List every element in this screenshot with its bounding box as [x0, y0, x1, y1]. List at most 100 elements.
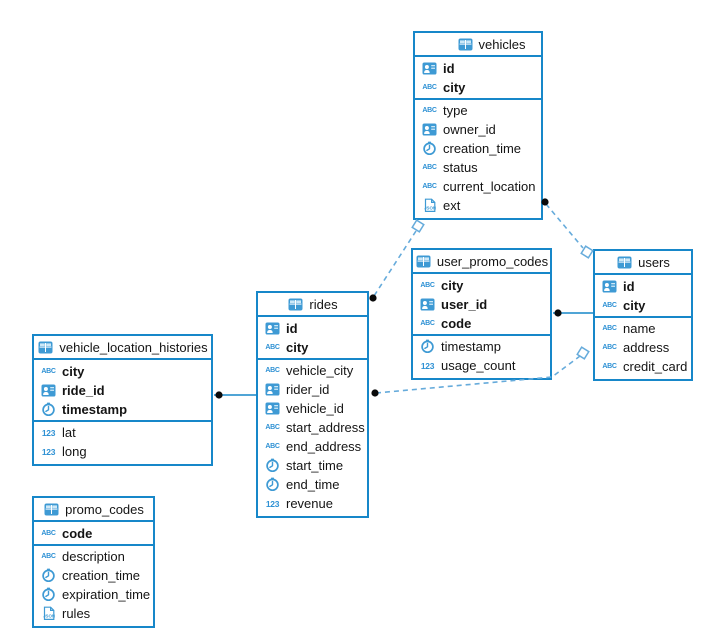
json-document-icon: JSON: [421, 198, 438, 213]
person-id-icon: [421, 123, 438, 136]
field-row-status[interactable]: ABC status: [415, 158, 541, 177]
field-label: end_address: [286, 439, 362, 454]
table-grid-icon: [37, 341, 54, 354]
person-id-icon: [40, 384, 57, 397]
field-row-timestamp[interactable]: timestamp: [413, 337, 550, 356]
field-row-lat[interactable]: 123 lat: [34, 423, 211, 442]
table-header[interactable]: vehicle_location_histories: [34, 336, 211, 360]
abc-text-icon: ABC: [41, 553, 56, 560]
clock-icon: [421, 141, 438, 156]
primary-key-separator: [595, 316, 691, 318]
field-row-id[interactable]: id: [258, 319, 367, 338]
relation-dot-endpoint: [369, 294, 377, 302]
field-label: vehicle_city: [286, 363, 354, 378]
svg-text:JSON: JSON: [43, 614, 55, 619]
field-label: current_location: [443, 179, 536, 194]
field-row-id[interactable]: id: [595, 277, 691, 296]
table-header[interactable]: users: [595, 251, 691, 275]
relation-dot-endpoint: [215, 391, 223, 399]
field-label: id: [286, 321, 298, 336]
field-label: long: [62, 444, 87, 459]
person-id-icon: [264, 402, 281, 415]
field-label: status: [443, 160, 478, 175]
field-row-rider_id[interactable]: rider_id: [258, 380, 367, 399]
field-row-user_id[interactable]: user_id: [413, 295, 550, 314]
field-label: lat: [62, 425, 76, 440]
json-document-icon: JSON: [40, 606, 57, 621]
table-header[interactable]: rides: [258, 293, 367, 317]
person-id-icon: [419, 298, 436, 311]
primary-key-separator: [413, 334, 550, 336]
field-row-creation_time[interactable]: creation_time: [415, 139, 541, 158]
field-row-expiration_time[interactable]: expiration_time: [34, 585, 153, 604]
field-row-creation_time[interactable]: creation_time: [34, 566, 153, 585]
abc-text-icon: ABC: [265, 424, 280, 431]
field-row-end_address[interactable]: ABC end_address: [258, 437, 367, 456]
field-label: city: [443, 80, 466, 95]
relation-dot-endpoint: [371, 389, 379, 397]
relation-line-vehicles-rides[interactable]: [373, 230, 417, 297]
table-title: user_promo_codes: [436, 253, 549, 269]
table-header[interactable]: vehicles: [415, 33, 541, 57]
field-row-id[interactable]: id: [415, 59, 541, 78]
field-label: name: [623, 321, 656, 336]
abc-text-icon: ABC: [422, 107, 437, 114]
abc-text-icon: ABC: [602, 363, 617, 370]
clock-icon: [40, 568, 57, 583]
field-row-ride_id[interactable]: ride_id: [34, 381, 211, 400]
table-title: users: [638, 254, 670, 270]
clock-icon: [40, 402, 57, 417]
abc-text-icon: ABC: [265, 443, 280, 450]
table-header[interactable]: user_promo_codes: [413, 250, 550, 274]
field-label: creation_time: [443, 141, 522, 156]
table-header[interactable]: promo_codes: [34, 498, 153, 522]
field-row-timestamp[interactable]: timestamp: [34, 400, 211, 419]
field-label: user_id: [441, 297, 488, 312]
person-id-icon: [264, 322, 281, 335]
abc-text-icon: ABC: [422, 164, 437, 171]
field-row-vehicle_id[interactable]: vehicle_id: [258, 399, 367, 418]
relation-diamond-endpoint: [576, 346, 590, 360]
clock-icon: [264, 458, 281, 473]
field-row-start_time[interactable]: start_time: [258, 456, 367, 475]
table-grid-icon: [287, 298, 304, 311]
table-grid-icon: [43, 503, 60, 516]
field-row-end_time[interactable]: end_time: [258, 475, 367, 494]
relation-diamond-endpoint: [411, 219, 425, 233]
relation-line-vehicles-users[interactable]: [545, 203, 584, 249]
numeric-123-icon: 123: [41, 427, 56, 438]
field-row-owner_id[interactable]: owner_id: [415, 120, 541, 139]
abc-text-icon: ABC: [420, 282, 435, 289]
abc-text-icon: ABC: [41, 530, 56, 537]
